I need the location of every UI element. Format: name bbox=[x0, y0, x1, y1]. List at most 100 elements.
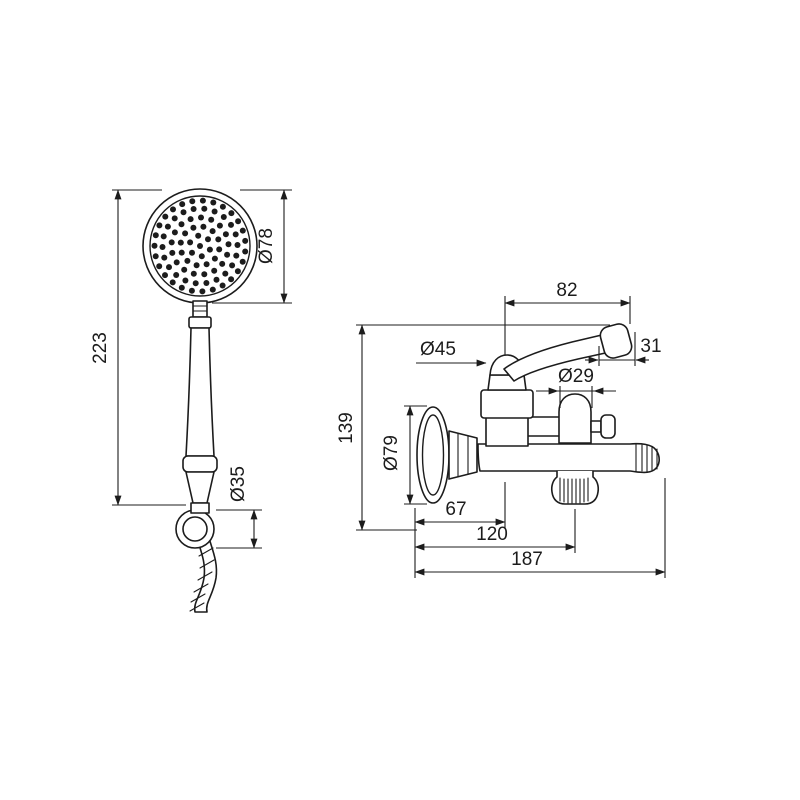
diverter-pipe bbox=[525, 416, 561, 437]
spray-dot bbox=[209, 228, 216, 235]
shower-handle bbox=[182, 300, 218, 514]
spray-dot bbox=[235, 218, 242, 225]
spray-dot bbox=[179, 201, 186, 208]
spray-dot bbox=[156, 263, 163, 270]
spray-dot bbox=[211, 208, 218, 215]
body-lower bbox=[485, 416, 529, 447]
spray-dot bbox=[200, 223, 207, 230]
spray-dot bbox=[198, 253, 205, 260]
dim-holder-diameter: Ø35 bbox=[216, 466, 262, 549]
spray-dot bbox=[164, 223, 171, 230]
dim-mixer-height: 139 bbox=[336, 324, 610, 531]
spray-dot bbox=[198, 214, 204, 221]
spray-dot bbox=[152, 253, 159, 260]
spray-dot bbox=[239, 258, 246, 265]
spray-dot bbox=[177, 239, 184, 246]
bath-mixer-figure: 82 31 Ø45 Ø29 bbox=[336, 280, 666, 578]
spray-dot bbox=[205, 236, 211, 243]
spray-dot bbox=[190, 206, 197, 212]
spray-dot bbox=[169, 279, 176, 286]
spray-dot bbox=[233, 252, 240, 259]
spray-dot bbox=[234, 242, 241, 248]
spray-dot bbox=[222, 231, 229, 238]
spray-dot bbox=[206, 246, 213, 253]
dim-body-diameter: Ø45 bbox=[416, 339, 487, 367]
spray-dot bbox=[178, 284, 185, 291]
dim-label-120: 120 bbox=[476, 524, 508, 545]
dim-head-diameter: Ø78 bbox=[212, 189, 292, 304]
dim-wall-to-diverter: 120 bbox=[414, 509, 576, 553]
spray-dot bbox=[190, 270, 197, 277]
dim-label-d29: Ø29 bbox=[558, 366, 594, 387]
spray-dot bbox=[178, 249, 185, 256]
spray-dot bbox=[225, 241, 232, 248]
handle-base-flare bbox=[182, 455, 218, 473]
spout bbox=[477, 442, 660, 474]
dim-diverter-cap-diameter: Ø29 bbox=[536, 366, 616, 408]
lever-end-cap bbox=[599, 323, 633, 359]
spray-dot bbox=[180, 209, 187, 216]
diverter-knob-stem bbox=[590, 420, 602, 433]
spray-dot bbox=[193, 262, 200, 269]
dim-label-223: 223 bbox=[90, 332, 111, 364]
spray-dot bbox=[213, 276, 220, 283]
spray-dot bbox=[222, 270, 229, 277]
spray-dot bbox=[228, 210, 235, 217]
spray-dot bbox=[173, 272, 180, 278]
spray-dot bbox=[159, 244, 166, 250]
spray-dot bbox=[168, 239, 175, 246]
spray-dot bbox=[173, 259, 180, 266]
spray-dot bbox=[182, 277, 189, 284]
spray-dot bbox=[161, 254, 168, 261]
hand-shower-figure: 223 Ø78 Ø35 bbox=[90, 188, 292, 613]
spray-dot bbox=[229, 262, 236, 269]
spray-dot bbox=[224, 251, 231, 258]
spray-dot bbox=[208, 216, 215, 223]
spray-dot bbox=[220, 214, 227, 220]
spray-dot bbox=[234, 268, 241, 275]
spray-dot bbox=[203, 261, 210, 268]
handle-cone bbox=[185, 471, 215, 504]
diverter-knob bbox=[600, 414, 616, 439]
spray-dot bbox=[211, 255, 218, 262]
lever-handle bbox=[503, 333, 611, 382]
spray-dot bbox=[242, 237, 249, 244]
spray-dot bbox=[188, 287, 195, 294]
spray-dot bbox=[197, 243, 203, 249]
dim-label-67: 67 bbox=[445, 499, 466, 520]
dim-label-82: 82 bbox=[556, 280, 577, 301]
aerator-grooves bbox=[635, 443, 658, 473]
dim-handle-end: 31 bbox=[585, 332, 662, 366]
spray-dot bbox=[152, 232, 159, 239]
spray-dot bbox=[228, 276, 235, 283]
spray-dot bbox=[187, 239, 194, 246]
spray-dot bbox=[171, 215, 178, 222]
spray-dot bbox=[192, 280, 199, 287]
dim-label-d35: Ø35 bbox=[228, 466, 249, 502]
spray-dot bbox=[210, 199, 217, 206]
spray-dot bbox=[156, 222, 163, 229]
spray-dot bbox=[182, 230, 189, 237]
spray-dot bbox=[170, 206, 176, 213]
spray-dot bbox=[166, 264, 172, 271]
dim-label-187: 187 bbox=[511, 549, 543, 570]
dim-escutcheon-diameter: Ø79 bbox=[381, 405, 427, 505]
spray-dot bbox=[219, 282, 226, 289]
handle-grip bbox=[185, 327, 215, 457]
spray-dot bbox=[184, 257, 191, 264]
spray-dot bbox=[201, 271, 208, 278]
spray-dot bbox=[190, 224, 197, 231]
dim-label-d78: Ø78 bbox=[256, 228, 277, 264]
spray-dot bbox=[162, 213, 169, 220]
wall-holder-ring-inner bbox=[182, 516, 208, 542]
spray-dot bbox=[151, 242, 158, 249]
diverter-bell bbox=[550, 470, 600, 505]
spray-dot bbox=[211, 267, 218, 274]
spray-dot bbox=[216, 222, 223, 229]
spray-dot bbox=[160, 233, 167, 240]
spray-dot bbox=[215, 236, 222, 243]
diverter-knurling bbox=[559, 477, 589, 504]
dim-label-d45: Ø45 bbox=[420, 339, 456, 360]
dim-label-d79: Ø79 bbox=[381, 435, 402, 471]
